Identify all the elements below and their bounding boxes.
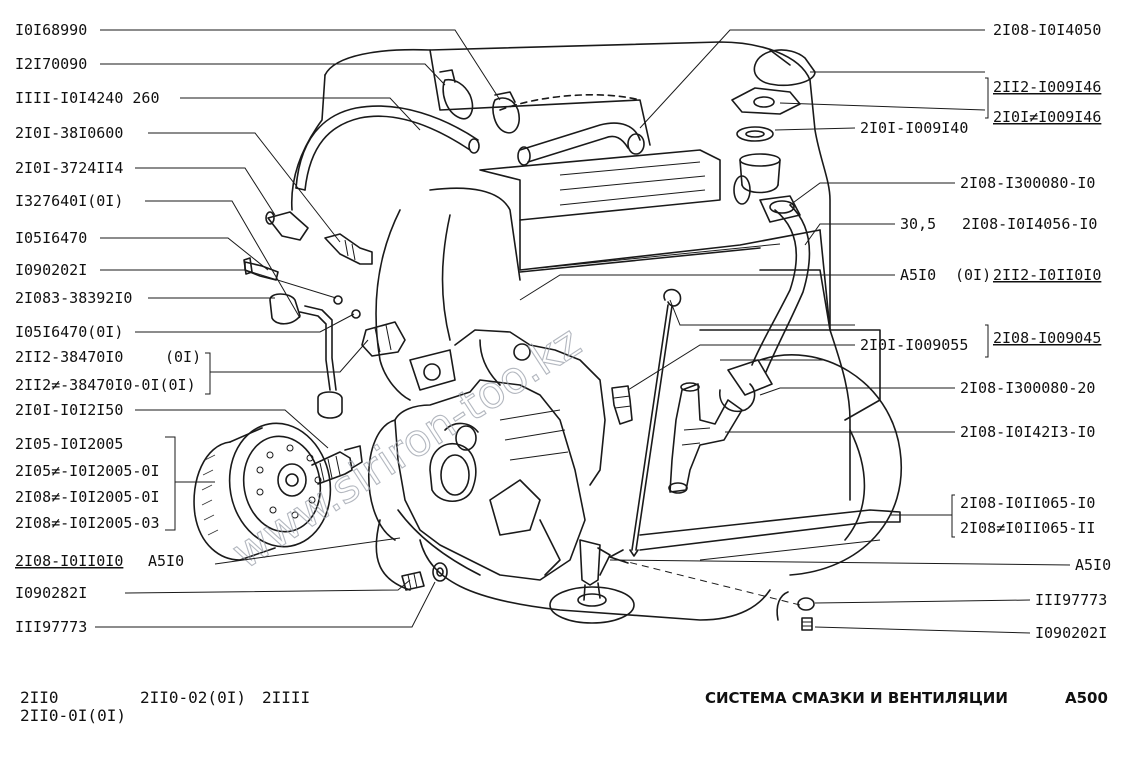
- part-label: 2I08-I300080-I0: [960, 174, 1095, 192]
- part-label: A5I0: [148, 552, 184, 570]
- oil-filter-drawing: [193, 422, 363, 561]
- part-label: 2I0I≠I009I46: [993, 108, 1101, 126]
- part-label: A5I0: [1075, 556, 1111, 574]
- part-label: 2I08-I0I4056-I0: [962, 215, 1097, 233]
- dipstick-drawing: [611, 288, 682, 557]
- part-label: (0I): [165, 348, 201, 366]
- part-label: III97773: [15, 618, 87, 636]
- part-label: 2I08-I009045: [993, 329, 1101, 347]
- part-label: 2I08≠I0II065-II: [960, 519, 1095, 537]
- diagram-code: A500: [1065, 689, 1108, 707]
- part-label: A5I0: [900, 266, 936, 284]
- vent-hoses-drawing: [295, 69, 645, 191]
- part-label: I090282I: [15, 584, 87, 602]
- sensors-drawing: [243, 211, 406, 419]
- part-label: 2I08-I300080-20: [960, 379, 1095, 397]
- part-label: 2I0I-3724II4: [15, 159, 123, 177]
- part-label: 2II2-I009I46: [993, 78, 1101, 96]
- part-label: 2I08-I0II065-I0: [960, 494, 1095, 512]
- part-label: 2I08-I0I42I3-I0: [960, 423, 1095, 441]
- part-label: I2I70090: [15, 55, 87, 73]
- part-label: 2I08-I0I4050: [993, 21, 1101, 39]
- part-label: 2I0I-I0I2I50: [15, 401, 123, 419]
- part-label: 2I05-I0I2005: [15, 435, 123, 453]
- model-code: 2II0: [20, 688, 59, 707]
- watermark: www.siriron-too.kz: [223, 316, 590, 579]
- footer: 2II0 2II0-02(0I) 2IIII 2II0-0I(0I) СИСТЕ…: [20, 688, 1108, 725]
- leader-lines: [95, 29, 1071, 634]
- vent-hose-right-drawing: [668, 195, 811, 494]
- part-label: I090202I: [1035, 624, 1107, 642]
- part-labels-left: I0I68990 I2I70090 IIII-I0I4240 260 2I0I-…: [15, 21, 201, 636]
- part-label: I327640I(0I): [15, 192, 123, 210]
- part-label: 2I08-I0II0I0: [15, 552, 123, 570]
- filler-cap-drawing: [731, 49, 816, 142]
- part-label: 30,5: [900, 215, 936, 233]
- oil-pickup-drawing: [401, 539, 815, 631]
- part-label: 2II2-I0II0I0: [993, 266, 1101, 284]
- part-label: 2I08≠-I0I2005-0I: [15, 488, 160, 506]
- model-code: 2II0-0I(0I): [20, 706, 126, 725]
- part-label: 2I0I-I009055: [860, 336, 968, 354]
- part-label: I0I68990: [15, 21, 87, 39]
- part-label: 2I0I-I009I40: [860, 119, 968, 137]
- part-label: (0I): [955, 266, 991, 284]
- part-label: 2I0I-38I0600: [15, 124, 123, 142]
- part-labels-right: 2I08-I0I4050 2II2-I009I46 2I0I≠I009I46 2…: [860, 21, 1111, 642]
- part-label: 2II2-38470I0: [15, 348, 123, 366]
- part-label: 2I083-38392I0: [15, 289, 132, 307]
- part-label: I05I6470: [15, 229, 87, 247]
- model-code: 2IIII: [262, 688, 310, 707]
- part-label: IIII-I0I4240 260: [15, 89, 160, 107]
- part-label: I090202I: [15, 261, 87, 279]
- part-label: I05I6470(0I): [15, 323, 123, 341]
- diagram-title: СИСТЕМА СМАЗКИ И ВЕНТИЛЯЦИИ: [705, 689, 1008, 707]
- engine-block-drawing: [290, 41, 903, 621]
- part-label: 2I08≠-I0I2005-03: [15, 514, 160, 532]
- oil-pump-cover-drawing: [368, 329, 606, 581]
- model-code: 2II0-02(0I): [140, 688, 246, 707]
- part-label: III97773: [1035, 591, 1107, 609]
- part-label: 2I05≠-I0I2005-0I: [15, 462, 160, 480]
- part-label: 2II2≠-38470I0-0I(0I): [15, 376, 196, 394]
